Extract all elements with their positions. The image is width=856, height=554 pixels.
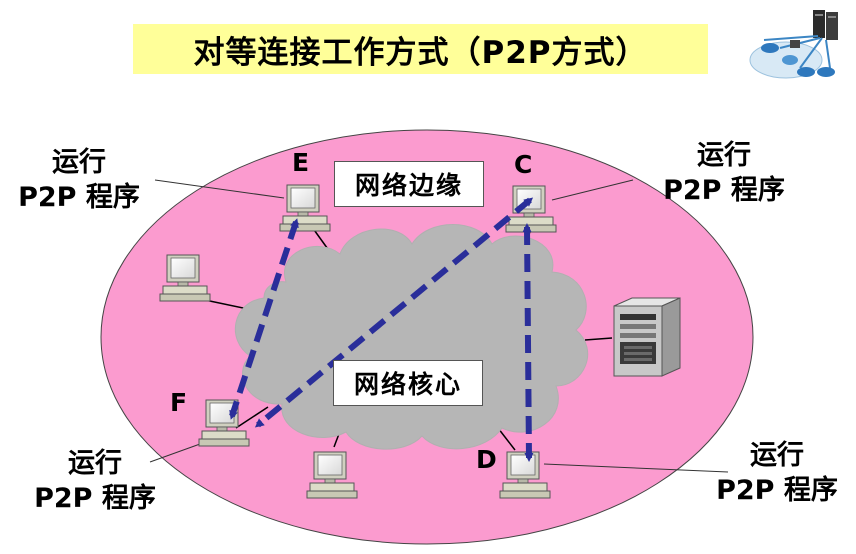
run-label-f: 运行 P2P 程序 — [24, 446, 166, 516]
run-label-d-line2: P2P 程序 — [716, 475, 838, 506]
run-label-d-line1: 运行 — [750, 440, 804, 471]
page-title: 对等连接工作方式（P2P方式） — [193, 34, 648, 71]
node-f-label: F — [170, 388, 188, 417]
link-server — [584, 337, 613, 341]
p2p-arrows — [229, 197, 534, 462]
callout-f — [149, 443, 201, 463]
node-c-label: C — [514, 150, 533, 179]
run-label-c-line1: 运行 — [697, 140, 751, 171]
run-label-e-line2: P2P 程序 — [18, 182, 140, 213]
callout-lines — [149, 179, 729, 473]
run-label-c: 运行 P2P 程序 — [653, 138, 795, 208]
run-label-f-line1: 运行 — [68, 448, 122, 479]
title-banner: 对等连接工作方式（P2P方式） — [133, 24, 708, 74]
server-icon — [613, 297, 681, 377]
network-edge-label-box: 网络边缘 — [334, 161, 484, 207]
arrow-c-d — [522, 223, 534, 462]
callout-c — [551, 179, 634, 201]
run-label-d: 运行 P2P 程序 — [706, 438, 848, 508]
node-d-label: D — [476, 445, 497, 474]
node-e-label: E — [292, 148, 310, 177]
run-label-e: 运行 P2P 程序 — [8, 145, 150, 215]
network-core-label: 网络核心 — [353, 370, 462, 399]
link-d — [497, 427, 516, 451]
run-label-e-line1: 运行 — [52, 147, 106, 178]
callout-d — [543, 463, 729, 473]
network-core-label-box: 网络核心 — [333, 360, 483, 406]
arrow-c-f — [254, 197, 534, 428]
callout-e — [154, 179, 285, 199]
run-label-f-line2: P2P 程序 — [34, 483, 156, 514]
network-edge-label: 网络边缘 — [354, 171, 463, 200]
run-label-c-line2: P2P 程序 — [663, 175, 785, 206]
network-logo-icon — [749, 10, 838, 79]
